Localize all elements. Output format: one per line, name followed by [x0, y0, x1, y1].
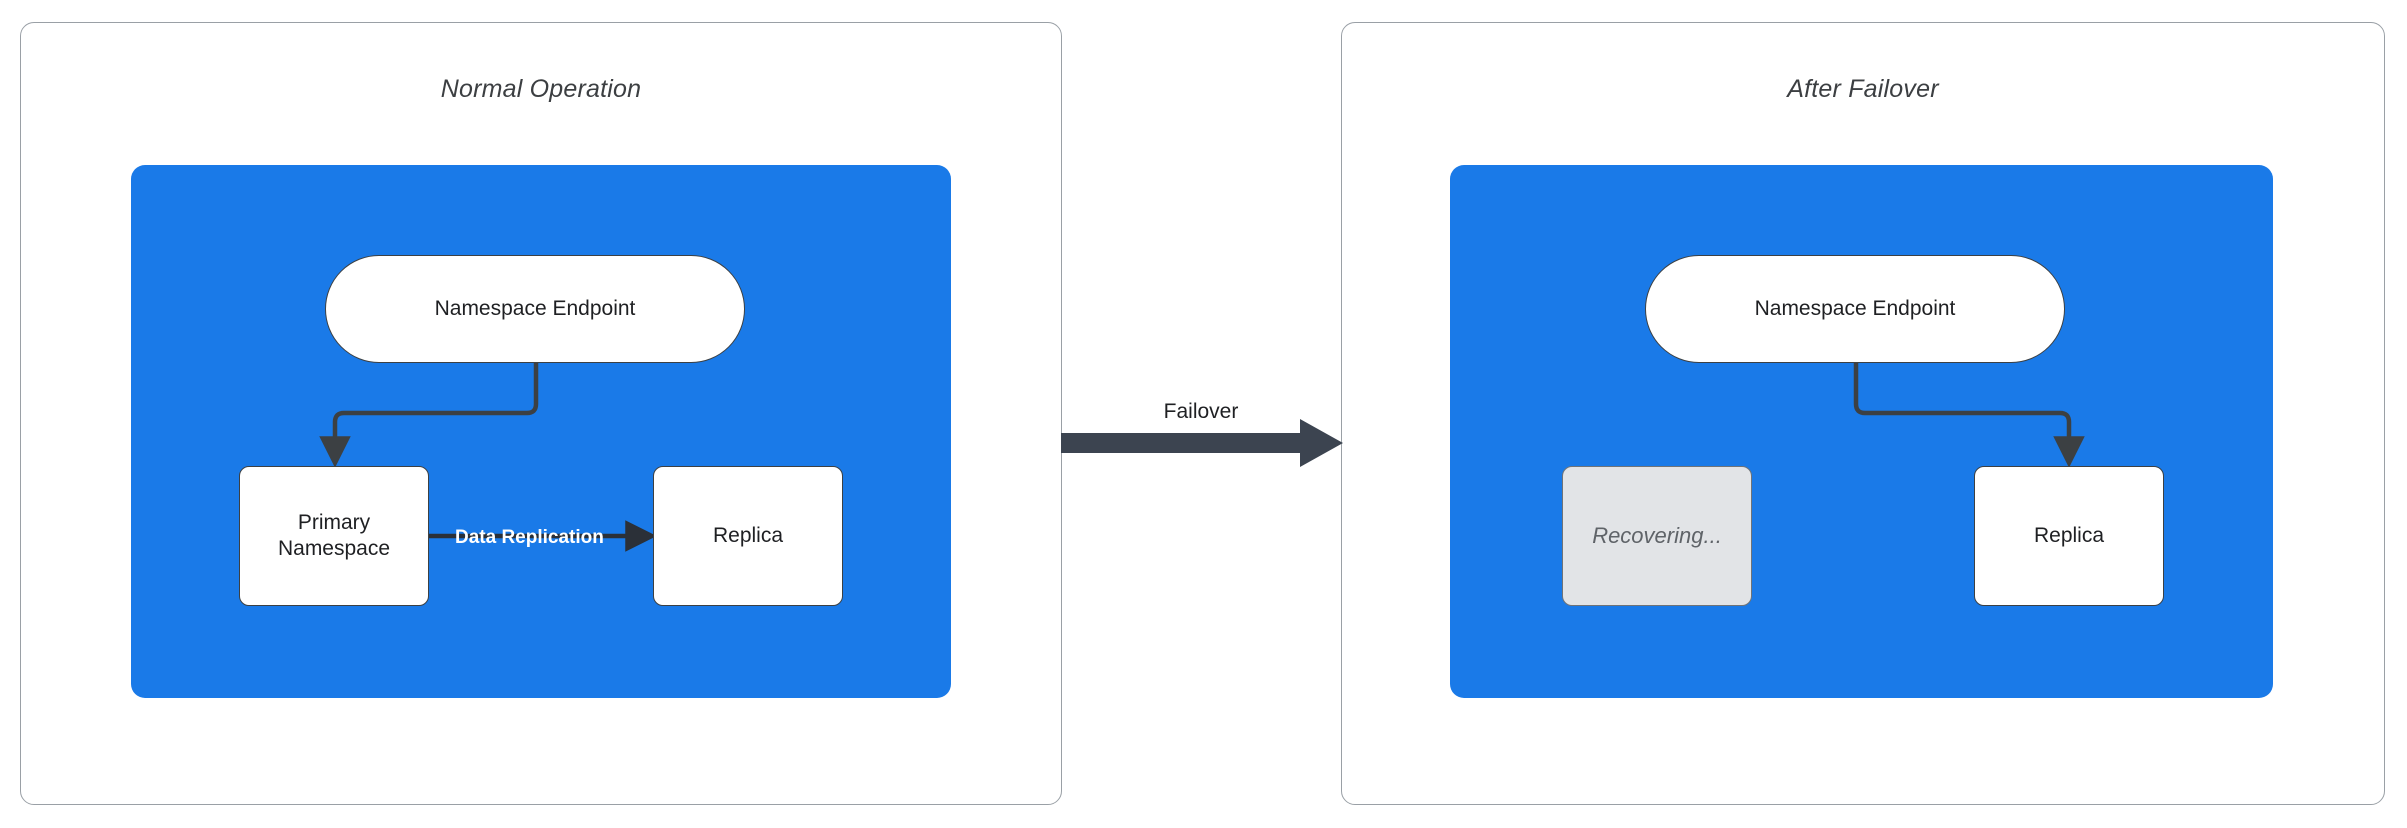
panel-title-after-failover: After Failover — [1787, 75, 1939, 103]
panel-title-normal-operation: Normal Operation — [440, 75, 642, 103]
node-label: Replica — [712, 524, 784, 548]
node-namespace-endpoint-right[interactable]: Namespace Endpoint — [1645, 255, 2065, 363]
node-namespace-endpoint-left[interactable]: Namespace Endpoint — [325, 255, 745, 363]
failover-arrow-icon — [1061, 419, 1343, 467]
node-label: Replica — [2033, 524, 2105, 548]
failover-transition-label: Failover — [1163, 400, 1239, 423]
node-replica-right[interactable]: Replica — [1974, 466, 2164, 606]
node-label: Recovering... — [1592, 522, 1722, 548]
node-label-line2: Namespace — [277, 537, 391, 560]
edge-label-data-replication: Data Replication — [455, 527, 604, 548]
node-label-line1: Primary — [297, 511, 371, 535]
node-label: Namespace Endpoint — [434, 297, 636, 321]
node-recovering[interactable]: Recovering... — [1562, 466, 1752, 606]
blue-region-normal-operation — [131, 165, 951, 698]
node-label: Namespace Endpoint — [1754, 297, 1956, 321]
node-replica-left[interactable]: Replica — [653, 466, 843, 606]
blue-region-after-failover — [1450, 165, 2273, 698]
node-primary-namespace[interactable]: Primary Namespace — [239, 466, 429, 606]
